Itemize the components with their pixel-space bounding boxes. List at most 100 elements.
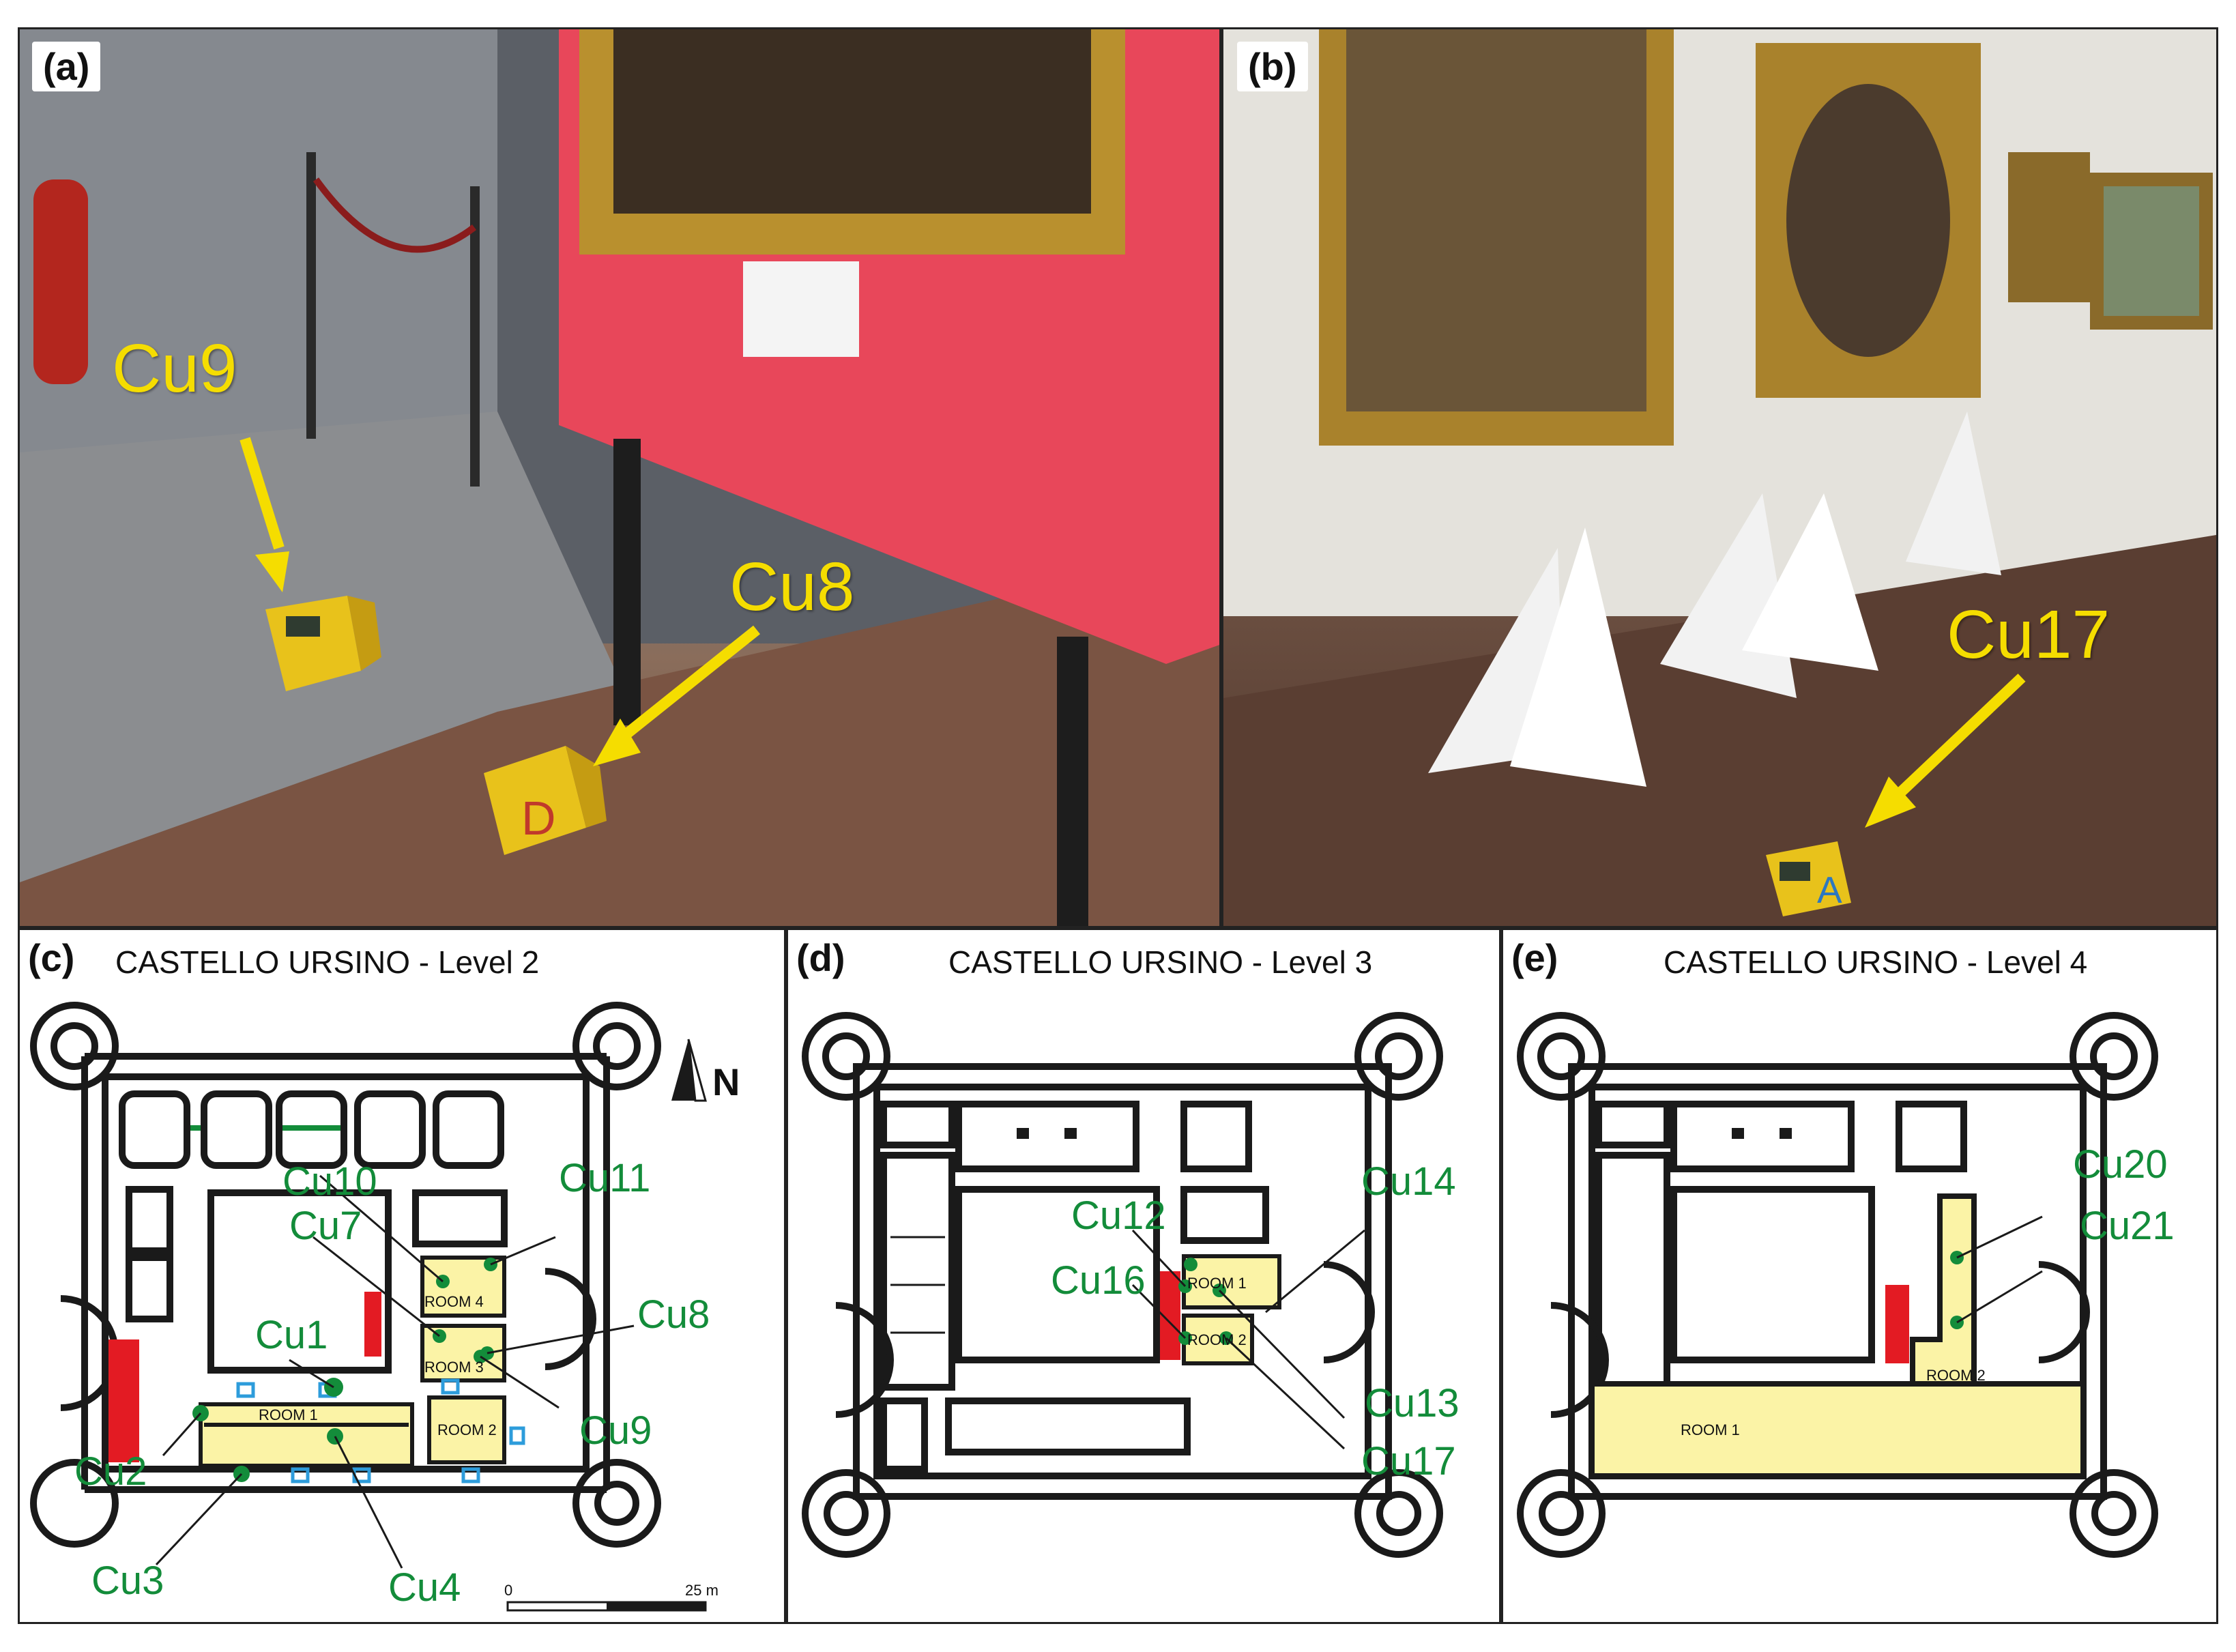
room-label-4: ROOM 4 (424, 1293, 484, 1310)
west-hall (880, 1152, 955, 1391)
plan-panel-c: (c) CASTELLO URSINO - Level 2 N 0 25 m R… (18, 928, 786, 1624)
photo-panel-b: A (b) Cu17 (1221, 27, 2218, 928)
castle-outer-wall (81, 1053, 610, 1493)
plan-title-level-2: CASTELLO URSINO - Level 2 (115, 944, 540, 980)
painting-small-frame (2008, 152, 2090, 302)
painting-caption-card (743, 261, 859, 357)
room-2 (427, 1395, 506, 1464)
room-label-1: ROOM 1 (1187, 1275, 1247, 1292)
stairs (1885, 1285, 1909, 1363)
stand-4 (1742, 493, 1878, 671)
bastion-east (2038, 1261, 2090, 1363)
sensor-label-cu11: Cu11 (559, 1156, 651, 1200)
sensor-label-cu16: Cu16 (1051, 1258, 1146, 1303)
cell-n5 (433, 1090, 504, 1169)
stand-5 (1906, 411, 2001, 575)
tower-se (1354, 1469, 1443, 1558)
sensor-label-cu9: Cu9 (579, 1408, 652, 1453)
sensor-label-cu17: Cu17 (1361, 1439, 1456, 1483)
sensor-label-cu10: Cu10 (282, 1159, 377, 1204)
tower-ne (572, 1002, 661, 1090)
floorplan-level-3 (802, 1012, 1443, 1558)
sensor-leaders-level-2 (155, 1174, 635, 1569)
cell-e (1180, 1186, 1269, 1244)
room-1 (199, 1402, 414, 1468)
panel-leg-right (1057, 637, 1088, 926)
plan-title-level-4: CASTELLO URSINO - Level 4 (1664, 944, 2088, 980)
sensor-label-cu2: Cu2 (74, 1449, 147, 1494)
scale-end: 25 m (685, 1582, 718, 1599)
sensor-label-cu21: Cu21 (2080, 1204, 2175, 1248)
sensor-label-cu14: Cu14 (1361, 1159, 1456, 1204)
painting-woman-canvas (1346, 29, 1646, 411)
cell-sw (880, 1397, 928, 1473)
photo-label-cu8: Cu8 (729, 549, 855, 625)
castle-inner-wall (873, 1084, 1371, 1479)
stand-2 (1510, 527, 1646, 787)
cell-nw (1595, 1101, 1670, 1148)
scale-start: 0 (504, 1582, 513, 1599)
cell-n3 (276, 1090, 347, 1169)
tower-sw (1517, 1469, 1606, 1558)
sensor-label-cu1: Cu1 (255, 1313, 328, 1357)
room-1 (1182, 1254, 1281, 1309)
north-hall (1670, 1101, 1855, 1172)
courtyard (207, 1189, 392, 1374)
cell-n4 (354, 1090, 426, 1169)
photo-b-scene: A (1223, 29, 2216, 926)
fire-extinguisher (33, 179, 88, 384)
cell-ne (1896, 1101, 1967, 1172)
barrier-post-left (306, 152, 316, 439)
floorplan-level-2 (30, 1002, 707, 1612)
bastion-west (1550, 1302, 1609, 1418)
photo-label-cu9: Cu9 (112, 330, 237, 407)
panel-tag-e: (e) (1511, 936, 1558, 979)
photo-panel-a: D (a) Cu9 Cu8 (18, 27, 1221, 928)
tower-nw (30, 1002, 119, 1090)
tower-sw (802, 1469, 890, 1558)
photo-a-scene: D (20, 29, 1219, 926)
plan-panel-e: (e) CASTELLO URSINO - Level 4 ROOM 1 ROO… (1501, 928, 2218, 1624)
bastion-east (545, 1268, 596, 1370)
panel-leg-left (613, 439, 641, 725)
sensor-label-cu8: Cu8 (637, 1292, 710, 1337)
sensor-leaders-level-4 (1956, 1215, 2043, 1324)
tower-ne (2070, 1012, 2158, 1101)
tower-sw (30, 1459, 119, 1548)
sensor-device-cu17: A (1766, 841, 1851, 916)
sensor-label-cu12: Cu12 (1071, 1193, 1166, 1238)
sensor-device-cu8: D (484, 746, 607, 855)
bastion-west (835, 1302, 894, 1418)
sensor-device-cu9 (265, 596, 381, 691)
plaster-wall (20, 29, 497, 452)
sensor-leaders-level-3 (1131, 1229, 1365, 1450)
barrier-post-right (470, 186, 480, 487)
cell-w1 (126, 1186, 173, 1254)
photo-label-cu17: Cu17 (1947, 596, 2110, 673)
room-label-2: ROOM 2 (1926, 1367, 1986, 1384)
cell-e-top (412, 1189, 508, 1247)
sensor-label-cu7: Cu7 (289, 1204, 362, 1248)
tower-se-inner (594, 1481, 639, 1526)
north-label: N (712, 1060, 740, 1103)
courtyard (1670, 1186, 1875, 1363)
tower-ne-inner (593, 1022, 641, 1070)
device-letter-d: D (521, 792, 556, 845)
painting-canvas (613, 29, 1091, 214)
room-label-2: ROOM 2 (437, 1421, 497, 1438)
cell-w2 (126, 1254, 173, 1322)
panel-tag-d: (d) (796, 936, 845, 979)
panel-tag-b: (b) (1237, 42, 1308, 91)
room-label-1: ROOM 1 (259, 1406, 318, 1423)
painting-oval-canvas (1786, 84, 1950, 357)
west-hall (1595, 1152, 1670, 1391)
tower-nw-inner (50, 1022, 98, 1070)
room-1 (1589, 1381, 2086, 1479)
gallery-floor (1223, 534, 2216, 926)
tower-nw (802, 1012, 890, 1101)
room-label-1: ROOM 1 (1681, 1421, 1740, 1438)
cell-ne (1180, 1101, 1252, 1172)
courtyard (955, 1186, 1160, 1363)
sensor-label-cu3: Cu3 (91, 1559, 164, 1603)
north-hall (955, 1101, 1139, 1172)
